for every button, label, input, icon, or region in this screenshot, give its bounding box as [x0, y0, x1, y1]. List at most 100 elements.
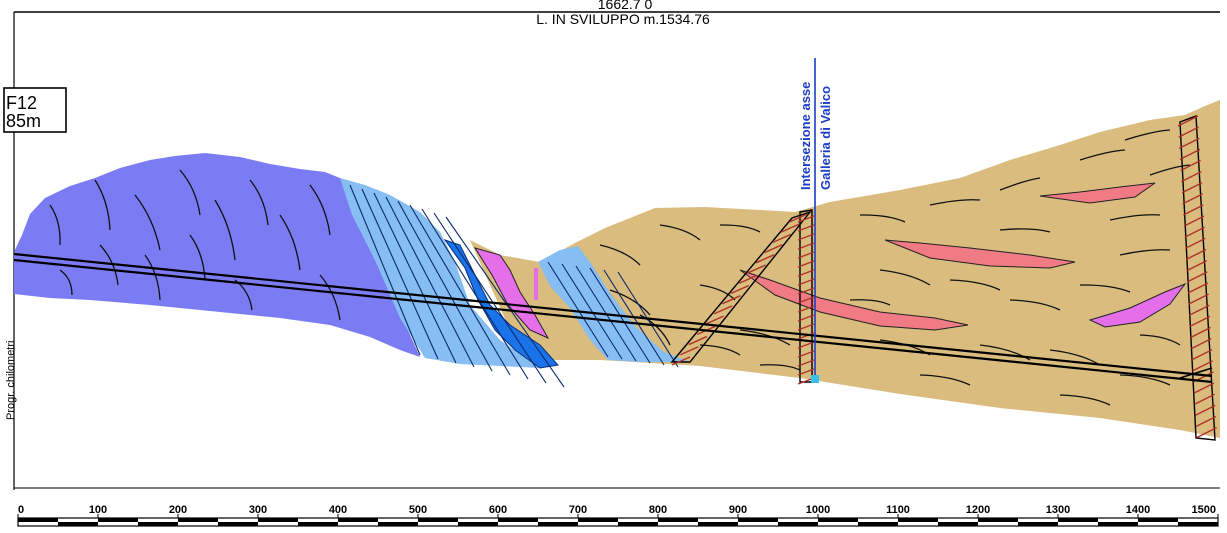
fault-hatch-line [1179, 137, 1200, 149]
scale-segment [738, 518, 778, 522]
fault-hatch-line [789, 213, 808, 223]
fracture-stroke [759, 364, 801, 371]
fault-hatch-line [671, 356, 691, 366]
fracture-stroke [999, 177, 1041, 191]
fracture-stroke [919, 374, 971, 386]
fault-hatch-line [1181, 182, 1203, 194]
scale-segment [658, 518, 698, 522]
fault-hatch-line [1184, 226, 1205, 238]
fracture-stroke [879, 269, 931, 286]
fracture-stroke [1149, 164, 1191, 176]
fracture-stroke [59, 269, 73, 296]
fault-hatch-line [1187, 282, 1209, 294]
fault-hatch-line [797, 332, 815, 340]
fault-hatch-line [797, 215, 815, 223]
bedding-line [373, 192, 457, 364]
section-tag-line1: F12 [6, 93, 37, 113]
scale-segment [538, 522, 578, 526]
fault-hatch-line [747, 264, 766, 274]
layered-block-texture [349, 184, 679, 388]
scale-label: 800 [649, 504, 667, 516]
scale-segment [778, 522, 818, 526]
fault-hatch-line [1177, 115, 1199, 127]
fracture-stroke [1079, 284, 1131, 293]
scale-label: 400 [329, 504, 347, 516]
fracture-stroke [214, 199, 236, 261]
fault-hatch-line [797, 278, 815, 286]
magenta-lens-center [473, 247, 550, 340]
fault-hatch-line [1185, 248, 1207, 261]
fracture-stroke [134, 194, 161, 251]
fault-hatch-line [1186, 260, 1207, 272]
fault-hatch-line [1190, 326, 1211, 339]
pink-lens-3 [1039, 182, 1156, 204]
fracture-stroke [1119, 249, 1171, 256]
scale-segment [578, 518, 618, 522]
bedding-line [397, 200, 493, 372]
fault-hatch-line [797, 269, 815, 277]
fracture-stroke [639, 314, 671, 346]
fracture-stroke [599, 244, 641, 266]
scale-segment [818, 518, 858, 522]
fault-hatch-line [780, 223, 800, 233]
bedding-line [561, 263, 623, 360]
scale-segment [498, 518, 538, 522]
fault-hatch-line [1178, 126, 1199, 138]
scale-label: 0 [18, 504, 24, 516]
scale-segments [18, 518, 1218, 526]
fracture-stroke [999, 228, 1051, 233]
scale-label: 1500 [1192, 504, 1216, 516]
fracture-stroke [739, 329, 791, 346]
fracture-stroke [859, 214, 906, 223]
intersection-marker-point [811, 375, 819, 383]
scale-segment [858, 522, 898, 526]
scale-segment [978, 518, 1018, 522]
scale-segment [98, 518, 138, 522]
light-blue-unit-mid [538, 246, 690, 362]
scale-segment [378, 522, 418, 526]
tunnel-line-lower [13, 258, 1213, 384]
fracture-stroke [309, 184, 331, 236]
fracture-stroke [949, 279, 1001, 291]
fault-hatch-line [1195, 415, 1217, 428]
fault-hatch-line [1183, 204, 1204, 216]
fault-hatch-line [738, 274, 758, 284]
bedding-line [445, 216, 565, 388]
fault-hatch-line [680, 346, 699, 356]
scale-segment [18, 518, 58, 522]
fault-hatch-line [1196, 427, 1217, 439]
section-tag: F12 85m [3, 87, 67, 133]
pink-lens-2 [884, 239, 1076, 269]
tunnel-axis [13, 252, 1213, 384]
fault-hatch-line [797, 251, 815, 259]
fracture-stroke [1059, 394, 1111, 406]
fracture-stroke [1009, 299, 1061, 311]
fault-hatch-line [1191, 349, 1213, 361]
scale-segment [178, 518, 218, 522]
fault-hatch-line [797, 233, 815, 241]
fault-hatch-line [1188, 293, 1209, 305]
bedding-line [547, 261, 609, 358]
fault-hatch-line [1188, 304, 1210, 316]
fault-hatch-line [772, 233, 792, 243]
fault-hatch-line [797, 287, 815, 295]
fracture-stroke [699, 284, 736, 301]
scale-label: 500 [409, 504, 427, 516]
fault-hatch-line [1179, 148, 1201, 161]
fault-hatch-line [730, 284, 750, 295]
scale-segment [138, 522, 178, 526]
bedding-line [433, 212, 547, 384]
clipped-header-text: 1662.7 0 [598, 0, 653, 12]
violet-unit [14, 153, 420, 357]
fault-hatch-line [1186, 271, 1208, 283]
tunnel-end-mark [1179, 367, 1213, 379]
bedding-line [409, 204, 511, 376]
scale-segment [338, 518, 378, 522]
scale-segment [1098, 522, 1138, 526]
scale-segment [698, 522, 738, 526]
fault-hatch-line [1189, 315, 1211, 327]
section-tag-line2: 85m [6, 111, 41, 131]
fault-hatch-line [797, 305, 815, 313]
fault-zone-diagonal [670, 210, 813, 363]
scale-segment [1018, 522, 1058, 526]
